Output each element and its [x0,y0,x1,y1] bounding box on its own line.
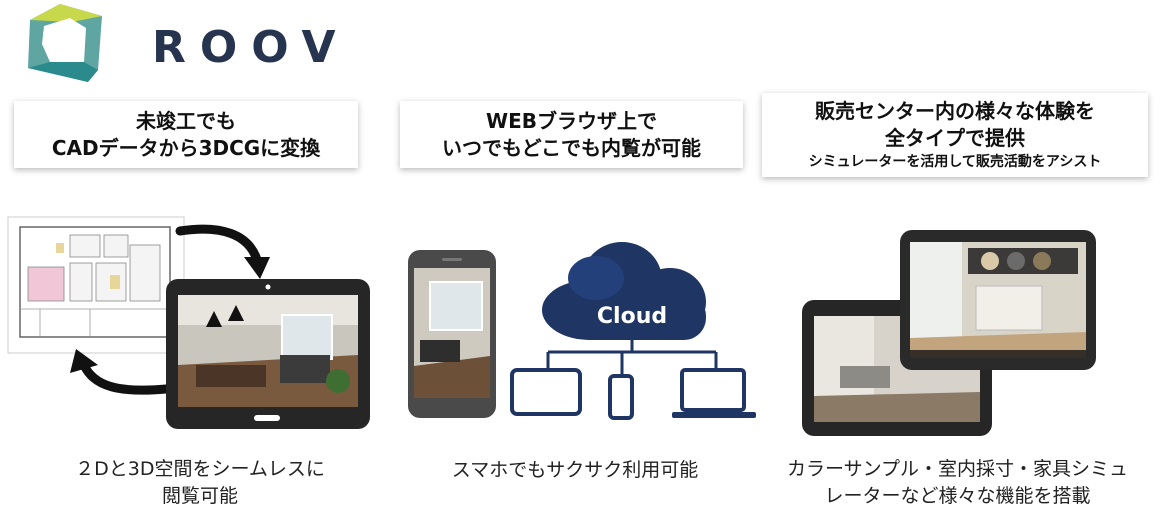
network-lines [546,340,718,376]
arrow-bottom-icon [79,360,171,395]
feature-line: CADデータから3DCGに変換 [51,135,321,160]
floorplan-to-3d-illustration [7,216,370,429]
phone-icon [608,374,634,420]
feature-line: 全タイプで提供 [885,126,1025,150]
cloud-icon [542,242,706,340]
feature-line: いつでもどこでも内覧が可能 [442,135,701,160]
roov-logo: ROOV [20,4,350,84]
tablet-3d-view [166,279,370,429]
roov-logo-mark-icon [28,4,102,82]
caption-smartphone: スマホでもサクサク利用可能 [395,457,755,484]
caption-line: スマホでもサクサク利用可能 [451,459,699,481]
feature-box-cad: 未竣工でも CADデータから3DCGに変換 [14,101,358,168]
feature-box-sales-center: 販売センター内の様々な体験を 全タイプで提供 シミュレーターを活用して販売活動を… [762,93,1148,177]
tablet-icon [510,368,582,416]
caption-features: カラーサンプル・室内採寸・家具シミュ レーターなど様々な機能を搭載 [765,456,1150,510]
cloud-access-illustration: Cloud [408,242,756,420]
caption-line: レーターなど様々な機能を搭載 [824,485,1091,507]
floorplan-image [7,216,185,354]
smartphone-3d-view [408,250,496,418]
feature-box-browser: WEBブラウザ上で いつでもどこでも内覧が可能 [400,101,743,168]
feature-line: 未竣工でも [136,108,236,133]
feature-line: WEBブラウザ上で [486,108,657,133]
tablet-front-view [900,230,1096,370]
brand-name: ROOV [152,22,350,73]
caption-seamless: ２Dと3D空間をシームレスに 閲覧可能 [30,456,370,510]
laptop-icon [672,368,756,418]
feature-line: 販売センター内の様々な体験を [815,99,1095,123]
feature-subline: シミュレーターを活用して販売活動をアシスト [808,154,1102,170]
caption-line: 閲覧可能 [161,485,238,507]
caption-line: カラーサンプル・室内採寸・家具シミュ [786,458,1129,480]
cloud-label: Cloud [597,304,667,329]
arrow-top-icon [175,224,263,268]
caption-line: ２Dと3D空間をシームレスに [75,458,325,480]
simulator-tablets-illustration [802,230,1096,436]
